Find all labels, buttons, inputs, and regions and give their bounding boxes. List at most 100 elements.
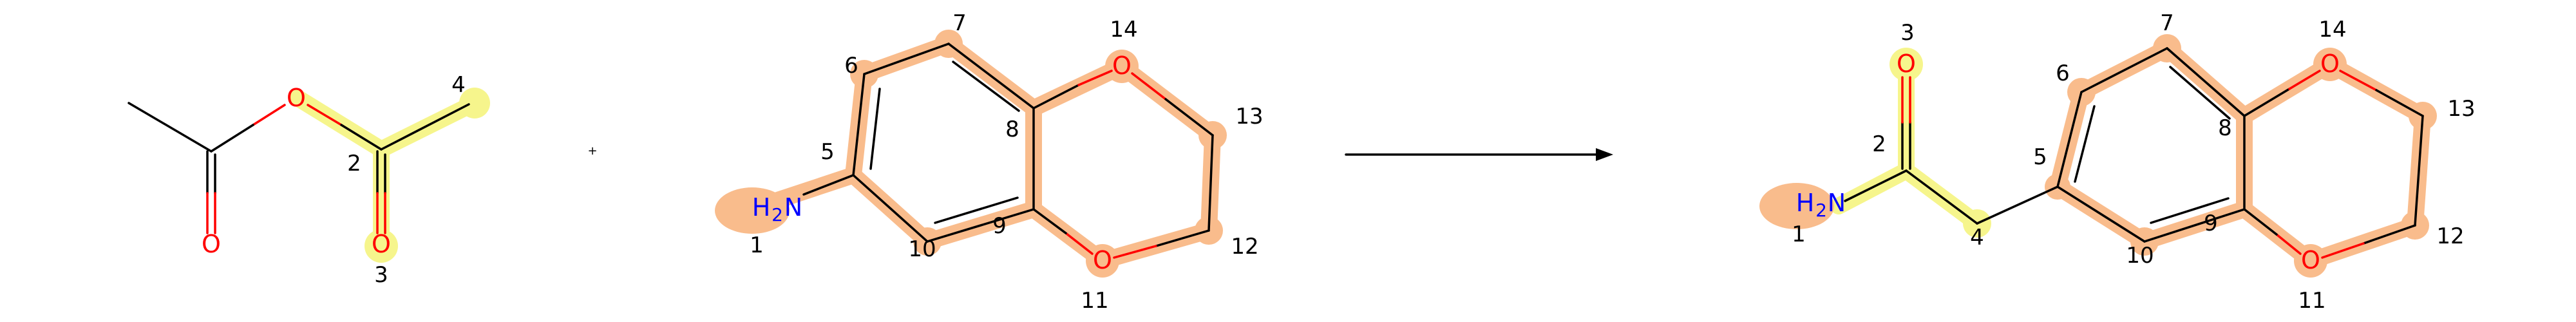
atom-number-14: 14 [1110, 17, 1137, 43]
atom-number-13: 13 [1235, 104, 1263, 129]
reactant2-highlights [715, 30, 1227, 278]
bond-c9-c10 [2143, 208, 2246, 243]
bond-c8-o14 [1032, 84, 1080, 109]
bond-c8-o14-red [1077, 70, 1113, 86]
reaction-arrow [1345, 148, 1613, 161]
atom-number-7: 7 [2160, 10, 2174, 36]
highlight-atom-1 [1759, 183, 1834, 229]
bond-c12-o11-red [2321, 242, 2365, 259]
reactant-benzodioxan-amine: H 2 N O O 1 5 6 7 8 9 10 11 12 13 14 [715, 10, 1264, 314]
atom-h2n-h: H [752, 193, 771, 222]
atom-o-14: O [2320, 50, 2340, 78]
atom-o-ester: O [287, 84, 306, 112]
atom-number-4: 4 [451, 72, 466, 98]
bond-n-c2 [1844, 169, 1908, 202]
bond-c10-c5 [852, 174, 929, 243]
atom-number-2: 2 [347, 151, 361, 176]
highlight-atom-11 [2294, 244, 2327, 278]
bond-inner-c5-c6 [869, 88, 881, 170]
bond-o14-c13 [2375, 89, 2424, 117]
atom-number-8: 8 [2218, 115, 2232, 141]
atom-number-7: 7 [952, 10, 967, 36]
highlight-atom-1 [715, 187, 790, 234]
bond-inner-c9-c10 [934, 196, 1019, 224]
atom-number-4: 4 [1970, 225, 1984, 251]
atom-number-9: 9 [2204, 211, 2218, 236]
atom-number-6: 6 [844, 53, 858, 79]
atom-number-13: 13 [2447, 96, 2475, 122]
bond-c6-c7 [863, 43, 950, 75]
bond-inner-c5-c6 [2074, 105, 2096, 183]
atom-number-5: 5 [2033, 144, 2047, 170]
bond-inner-c7-c8 [2169, 66, 2231, 120]
bond-c7-c8 [2166, 47, 2246, 117]
bond-o14-c13-red [2339, 70, 2378, 91]
highlight-atom-3 [1889, 48, 1923, 81]
bond-c1-o-ester-black [210, 124, 254, 153]
bond-n-c5 [802, 174, 855, 196]
bond-c12-o11 [1155, 229, 1210, 247]
bond-methyl-c1 [128, 102, 213, 153]
bond-c2-c4 [1905, 169, 1978, 225]
bond-inner-c7-c8 [952, 61, 1020, 112]
atom-number-2: 2 [1872, 131, 1886, 157]
bond-c13-c12 [1208, 134, 1214, 232]
atom-number-12: 12 [2436, 223, 2464, 249]
bond-c5-c6 [852, 73, 866, 176]
atom-o-acyl-left: O [202, 230, 221, 258]
atom-number-8: 8 [1005, 117, 1019, 142]
highlight-atom-14 [1105, 50, 1139, 83]
highlight-atom-4 [459, 88, 490, 118]
bond-c4-c5 [1976, 185, 2059, 225]
atom-number-5: 5 [820, 139, 835, 165]
atom-o-3: O [1897, 50, 1916, 78]
bond-o14-c13-red [1131, 72, 1167, 100]
bond-c10-c5 [2056, 185, 2146, 243]
highlight-atom-11 [1086, 244, 1119, 278]
bond-c1-o-ester [252, 104, 286, 126]
bond-c9-c10 [926, 208, 1035, 243]
product-benzodioxan-acetamide: H 2 N O O O 1 2 3 4 5 6 7 8 9 10 11 12 1… [1759, 10, 2476, 314]
atom-h2n-h: H [1796, 189, 1815, 217]
bond-c12-o11-red [1113, 245, 1157, 259]
bond-c5-c6 [2056, 91, 2083, 188]
bond-o-ester-c2-black [340, 124, 383, 151]
plus-sign: + [587, 144, 597, 158]
reactant1-highlights [289, 88, 490, 263]
bond-o11-c9 [2243, 208, 2278, 236]
atom-number-1: 1 [1792, 222, 1806, 247]
bond-o11-c9-red [2275, 233, 2302, 255]
bond-c13-c12 [2414, 115, 2424, 227]
reaction-arrow-head [1596, 148, 1613, 161]
atom-o-carbonyl-3: O [372, 230, 391, 258]
reactant-acetic-anhydride: O O O 2 3 4 [128, 72, 490, 288]
atom-number-3: 3 [374, 262, 388, 288]
bond-c8-o14-red [2288, 70, 2321, 90]
atom-number-9: 9 [992, 213, 1007, 239]
bond-o11-c9 [1032, 208, 1067, 234]
atom-h2n-n: N [784, 193, 802, 222]
atom-h2n-subscript: 2 [1815, 200, 1827, 221]
atom-o-11: O [1093, 246, 1112, 274]
atom-number-11: 11 [2298, 288, 2325, 314]
atom-number-11: 11 [1081, 288, 1108, 314]
bond-inner-c9-c10 [2150, 197, 2230, 224]
bond-o14-c13 [1164, 98, 1214, 137]
atom-number-12: 12 [1231, 234, 1258, 260]
bond-o-ester-c2 [307, 104, 343, 126]
atom-number-6: 6 [2056, 61, 2070, 86]
atom-number-1: 1 [750, 232, 764, 258]
highlight-atom-14 [2313, 48, 2347, 81]
highlight-atom-3 [365, 229, 398, 263]
atom-number-10: 10 [2126, 243, 2154, 269]
atom-h2n-n: N [1828, 189, 1846, 217]
bond-o11-c9-red [1065, 232, 1094, 255]
atom-o-14: O [1112, 52, 1132, 80]
bond-c6-c7 [2080, 47, 2168, 93]
atom-h2n-subscript: 2 [772, 204, 783, 225]
atom-number-10: 10 [908, 236, 936, 262]
atom-number-14: 14 [2318, 17, 2346, 43]
atom-o-11: O [2301, 246, 2320, 274]
bond-c2-c4 [380, 103, 470, 151]
